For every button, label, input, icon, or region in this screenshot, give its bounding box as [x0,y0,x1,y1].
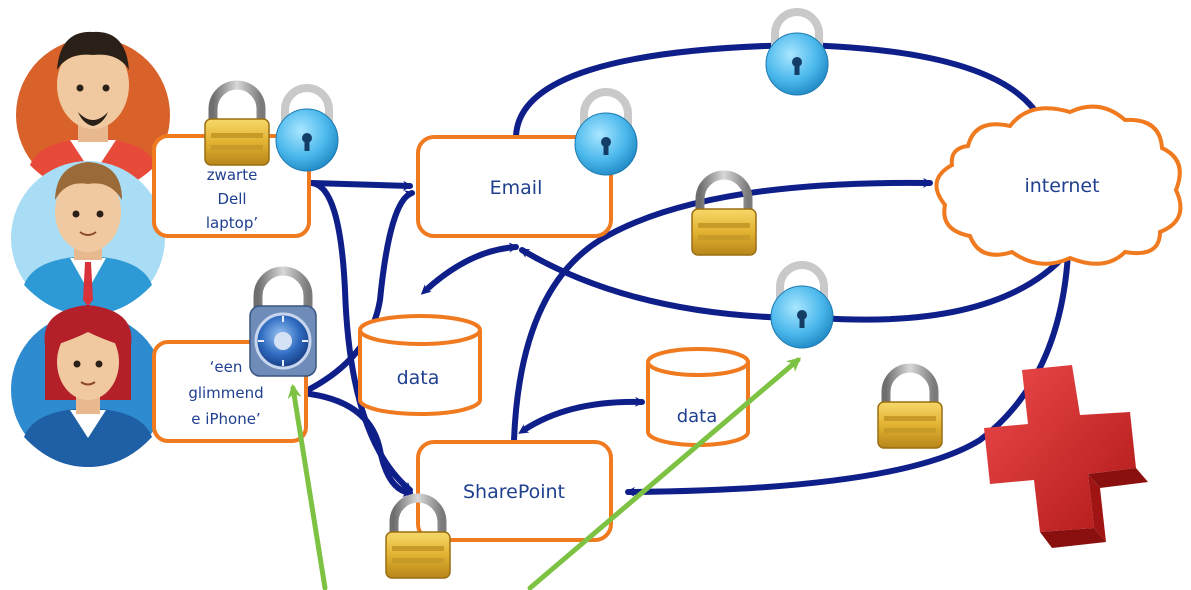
blue-padlock-icon [275,84,339,172]
blue-padlock-icon [765,8,829,96]
pointer-arrow-to-blue-padlock [527,357,802,590]
iphone-label-line-1: ‘een [210,358,243,376]
data-store-sharepoint: data [646,347,750,447]
email-node: Email [416,135,613,238]
arrow-laptop-to-email [309,180,413,191]
internet-label: internet [1024,175,1099,197]
person-3-avatar [11,305,165,467]
arrow-sharepoint-to-internet [511,177,933,443]
laptop-label-line-1: zwarte [207,166,258,184]
arrow-email-data [420,242,519,295]
data-store-email: data [358,314,482,416]
sharepoint-label: SharePoint [463,481,565,503]
data-store-email-label: data [397,367,440,389]
internet-cloud: internet [934,104,1183,266]
iphone-label-line-3: e iPhone’ [191,410,260,428]
pointer-arrow-to-combination-lock [287,384,328,590]
gold-padlock-icon [877,363,943,449]
blue-padlock-icon [574,88,638,176]
person-2-avatar [11,161,165,315]
combination-lock-icon [249,266,317,377]
arrow-sharepoint-data [518,396,645,434]
blue-padlock-icon [770,261,834,349]
iphone-label-line-2: glimmend [188,384,263,402]
arrow-internet-to-sharepoint [625,251,1071,497]
email-label: Email [490,177,543,199]
gold-padlock-icon [204,80,270,166]
arrow-iphone-to-sharepoint [299,390,413,498]
laptop-label-line-2: Dell [217,190,246,208]
red-cross-icon [984,365,1148,548]
sharepoint-node: SharePoint [416,440,613,542]
data-store-sharepoint-label: data [677,406,718,427]
arrow-iphone-to-email [299,190,415,396]
pointer-arrows [287,357,802,590]
laptop-label-line-3: laptop’ [206,214,258,232]
gold-padlock-icon [691,170,757,256]
gold-padlock-icon [385,493,451,579]
